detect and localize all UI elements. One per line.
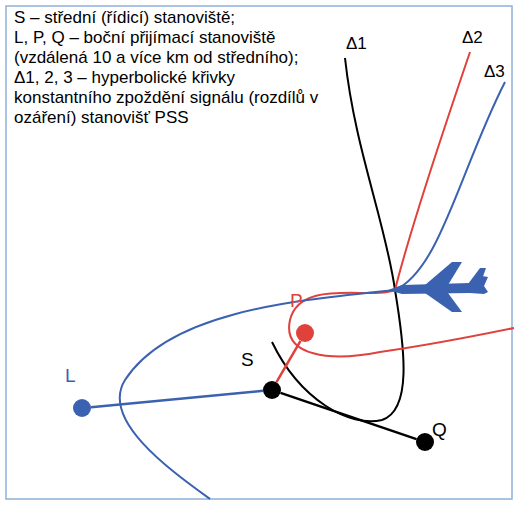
station-label: L	[65, 365, 76, 387]
note-text: S – střední (řídicí) stanoviště;	[14, 8, 326, 28]
hyperbola-curve	[272, 58, 404, 421]
station-dot: P	[296, 324, 314, 342]
hyperbola-curve	[289, 52, 514, 356]
baseline-connector	[91, 391, 263, 407]
station-dot: Q	[416, 433, 434, 451]
curve-label: Δ3	[484, 62, 505, 82]
station-label: P	[290, 290, 303, 312]
frame	[6, 6, 512, 499]
station-dot: S	[263, 381, 281, 399]
note-text: L, P, Q – boční přijímací stanoviště (vz…	[14, 28, 326, 68]
legend-note: S – střední (řídicí) stanoviště;L, P, Q …	[14, 8, 326, 128]
baseline-connector	[277, 341, 301, 382]
station-label: S	[241, 349, 254, 371]
station-label: Q	[432, 419, 447, 441]
note-text: Δ1, 2, 3 – hyperbolické křivky konstantn…	[14, 68, 326, 128]
curve-label: Δ2	[462, 28, 483, 48]
baseline-connector	[281, 393, 417, 439]
hyperbola-curve	[120, 82, 505, 499]
curve-label: Δ1	[346, 34, 367, 54]
aircraft-symbol	[388, 262, 488, 312]
station-dot: L	[73, 399, 91, 417]
